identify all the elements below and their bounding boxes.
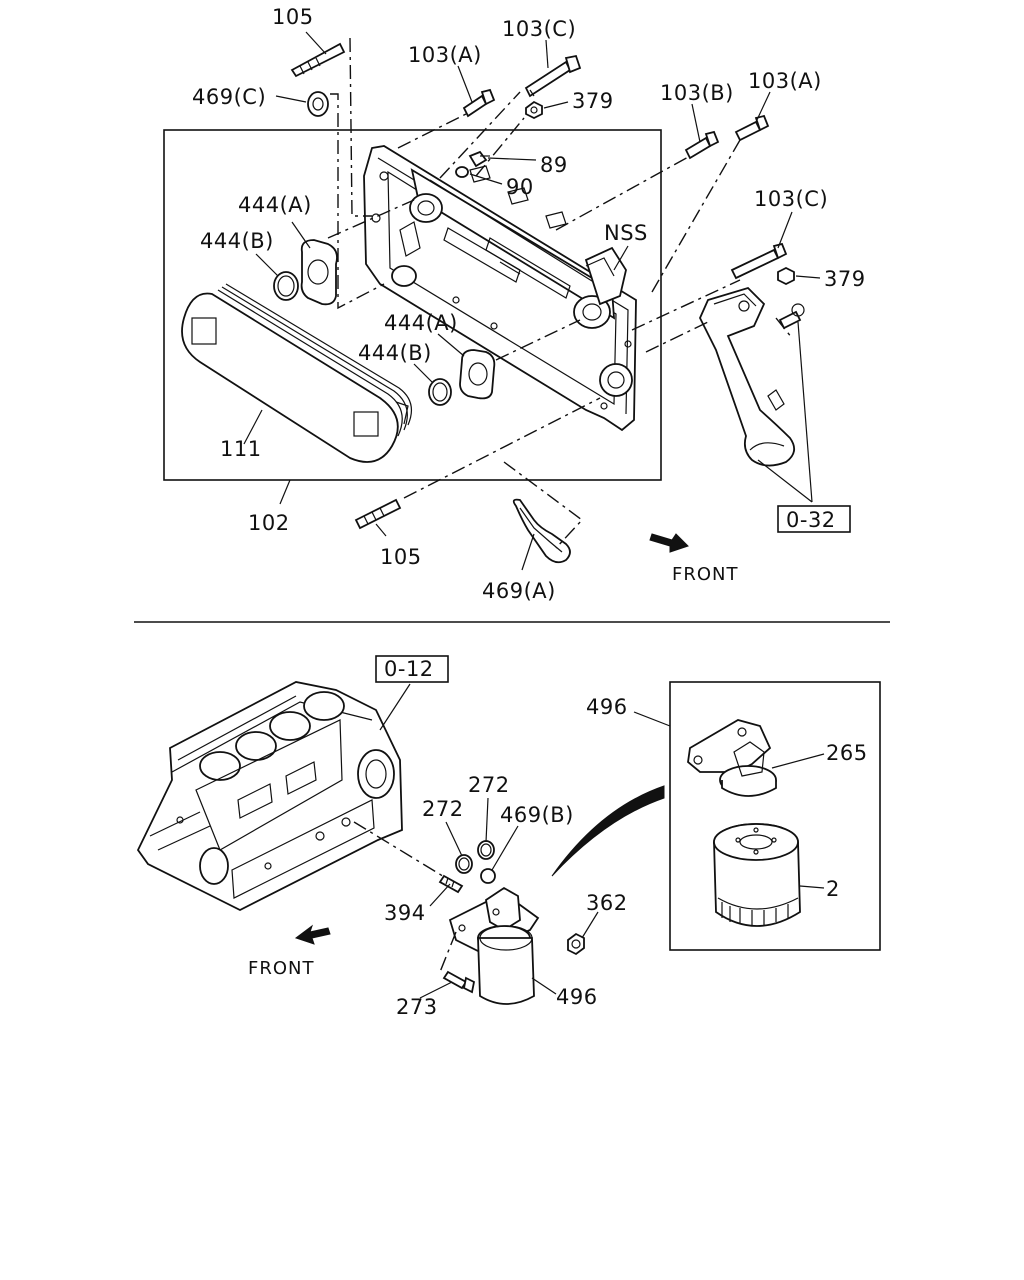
oring-444b-upper [273,271,299,301]
label-444b-lower: 444(B) [358,341,432,365]
label-394: 394 [384,901,426,925]
label-496-bottom: 496 [556,985,598,1009]
label-103c-right: 103(C) [754,187,828,211]
nut-379-right [777,266,795,286]
bolt-103c-top [524,54,582,98]
bolt-103a-right [734,114,770,142]
label-102: 102 [248,511,290,535]
ref-box-012 [375,655,449,683]
label-ref-032: 0-32 [786,508,836,532]
label-444a-lower: 444(A) [384,311,458,335]
plug-89 [468,150,490,168]
bolt-273 [442,970,476,994]
label-362: 362 [586,891,628,915]
label-103a-right: 103(A) [748,69,822,93]
filter-head-265 [687,719,777,797]
leader-lines-top [243,31,821,571]
stud-394 [438,874,464,894]
oil-cooler-body [363,145,637,432]
label-103a-top: 103(A) [408,43,482,67]
front-arrow-icon [649,533,689,553]
oil-filter-section: 0-12 496 265 272 272 469(B) 2 394 362 27… [136,655,881,1019]
label-444b-upper: 444(B) [200,229,274,253]
oil-cooler-assembly-section: 105 103(C) 469(C) 103(A) 379 103(B) 103(… [163,5,866,603]
assembly-guide-lines-bottom [353,821,457,973]
gasket-444a-upper [300,239,338,306]
nut-362 [567,932,585,956]
label-2: 2 [826,877,840,901]
bolt-103b [684,130,720,160]
oring-469b [480,868,496,884]
label-111: 111 [220,437,262,461]
label-379-top: 379 [572,89,614,113]
front-arrow-bottom-icon [294,924,331,945]
label-nss: NSS [604,221,648,245]
label-90: 90 [506,175,534,199]
bolt-105-top [290,42,346,78]
bolt-103c-right [730,242,788,280]
gasket-444a-lower [459,349,496,400]
oil-filter-cartridge-2 [713,823,801,927]
detail-pointer-arrow [551,785,665,877]
seal-469c [307,91,329,117]
front-arrow-top [649,533,689,553]
label-469c: 469(C) [192,85,266,109]
label-89: 89 [540,153,568,177]
label-front-top: FRONT [672,564,739,585]
filter-head-and-cartridge-496 [448,886,540,1005]
engine-block [136,681,403,912]
label-103c-top: 103(C) [502,17,576,41]
bolt-105-bottom [354,498,402,530]
label-444a-upper: 444(A) [238,193,312,217]
bolt-103a-top [462,88,496,118]
label-496-top: 496 [586,695,628,719]
oring-272-a [455,854,473,874]
ref-box-032 [777,505,851,533]
assembly-guide-lines-top [327,37,793,549]
label-105-bottom: 105 [380,545,422,569]
label-103b: 103(B) [660,81,734,105]
water-pipe [699,286,805,467]
gasket-469a [512,498,571,564]
nut-379-top [525,100,543,120]
oring-444b-lower [428,378,452,406]
oil-cooler-assembly-box [163,129,662,481]
label-379-right: 379 [824,267,866,291]
label-272-a: 272 [422,797,464,821]
label-273: 273 [396,995,438,1019]
label-272-b: 272 [468,773,510,797]
label-469b: 469(B) [500,803,574,827]
label-front-bottom: FRONT [248,958,315,979]
label-105-top: 105 [272,5,314,29]
filter-detail-box [669,681,881,951]
leader-lines-bottom [419,711,825,999]
oring-272-b [477,840,495,860]
label-265: 265 [826,741,868,765]
cooler-element-111 [181,283,413,463]
label-469a: 469(A) [482,579,556,603]
label-ref-012: 0-12 [384,657,434,681]
washer-90 [455,166,469,178]
